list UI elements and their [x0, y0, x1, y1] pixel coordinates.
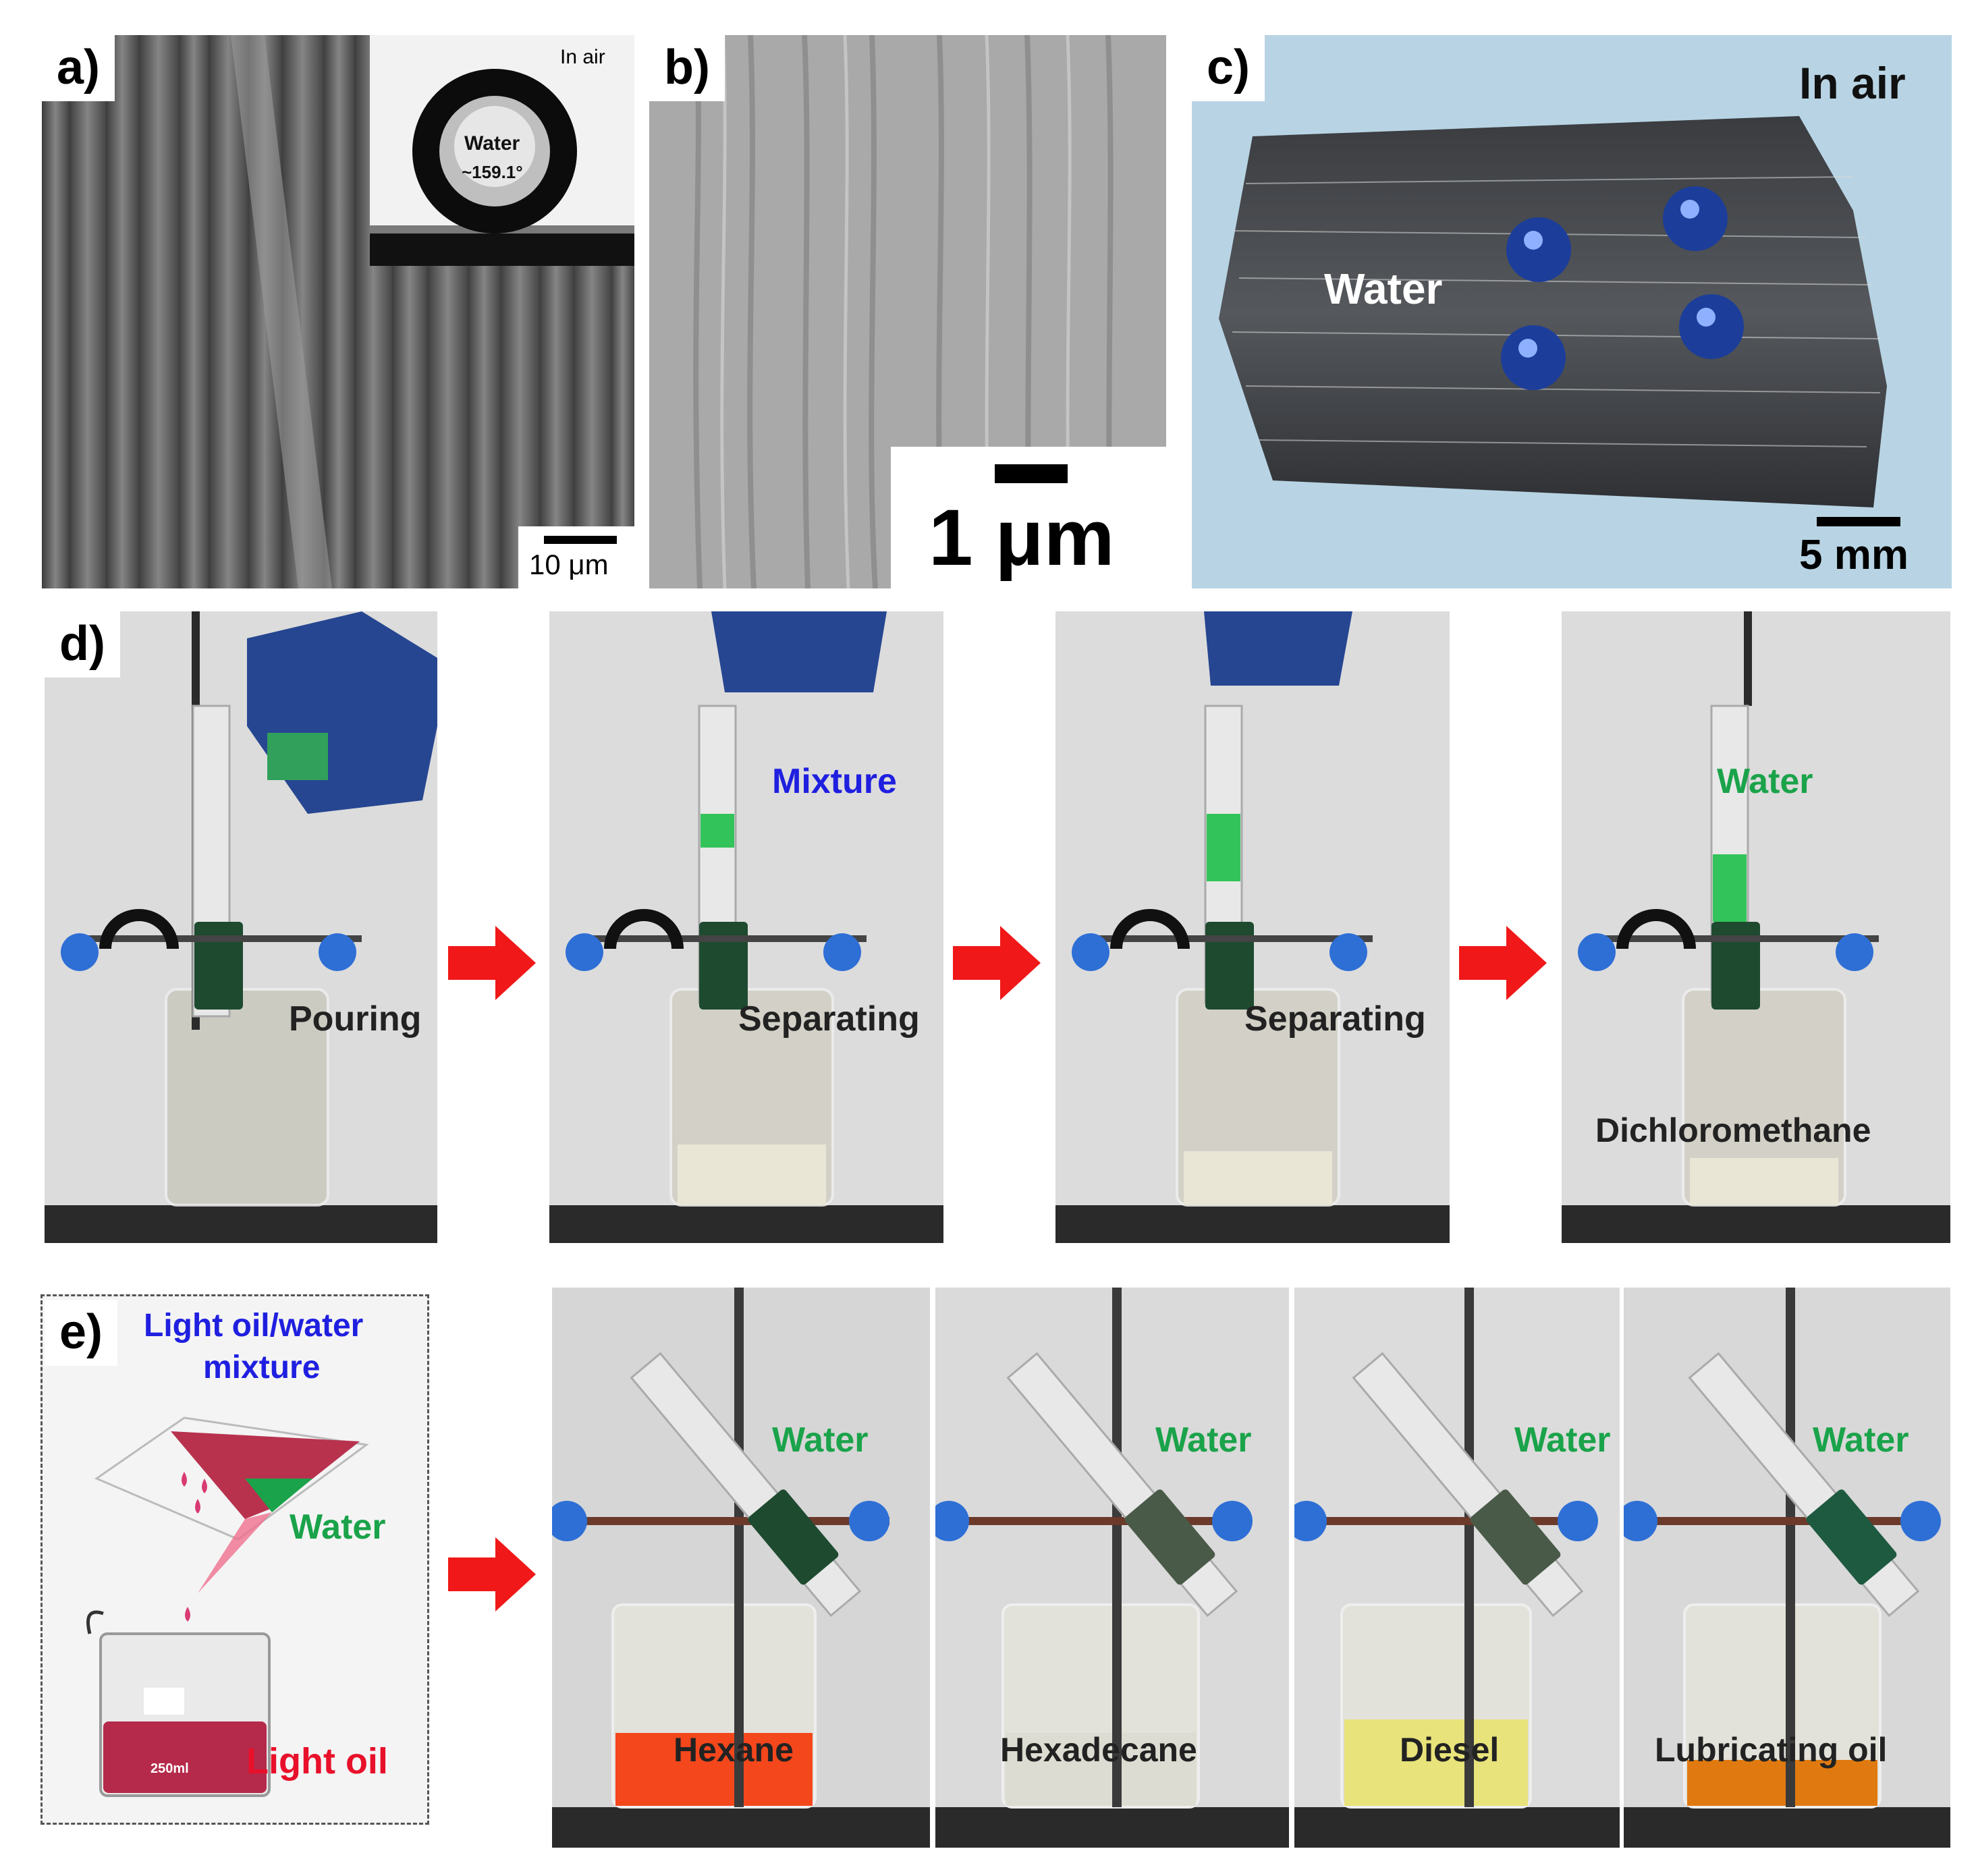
scalebar	[995, 464, 1068, 483]
condition-label: In air	[1799, 58, 1906, 108]
scalebar	[544, 536, 617, 544]
panel-c-photo: In air Water 5 mm	[1192, 35, 1952, 588]
contact-angle-value: ~159.1°	[462, 162, 523, 182]
schematic-water-label: Water	[290, 1508, 386, 1547]
arrow-1	[448, 926, 536, 1000]
panel-d-frame-4: Water Dichloromethane	[1562, 611, 1950, 1243]
liquid-label: Water	[1324, 265, 1443, 313]
arrow-3	[1459, 926, 1547, 1000]
panel-e-photo-4: Water Lubricating oil	[1624, 1288, 1950, 1848]
panel-d-label: d)	[45, 611, 120, 678]
panel-e-schematic: Light oil/water mixture Water 250ml Ligh…	[40, 1294, 429, 1825]
top-label: Mixture	[772, 762, 897, 801]
step-caption: Separating	[1244, 999, 1426, 1039]
panel-b-sem-image: 1 μm	[649, 35, 1166, 588]
panel-e-label: e)	[45, 1300, 118, 1366]
step-caption: Separating	[738, 999, 920, 1039]
arrow-2	[953, 926, 1041, 1000]
panel-a-sem-image: In air Water ~159.1° 10 μm	[42, 35, 634, 588]
beaker-volume-label: 250ml	[150, 1761, 189, 1776]
scalebar-label: 1 μm	[929, 493, 1115, 582]
water-label: Water	[1813, 1420, 1909, 1460]
fiber-mat-photo	[1219, 116, 1887, 507]
panel-e-photo-3: Water Diesel	[1294, 1288, 1620, 1848]
oil-caption: Hexadecane	[1000, 1731, 1197, 1769]
top-label: Water	[1717, 762, 1813, 801]
arrow-4	[448, 1537, 536, 1611]
water-droplets	[1501, 186, 1744, 390]
schematic-title-line1: Light oil/water	[144, 1308, 364, 1344]
contact-angle-inset: In air Water ~159.1°	[370, 35, 634, 266]
oil-caption: Diesel	[1400, 1731, 1500, 1769]
oil-caption: Hexane	[674, 1731, 794, 1769]
panel-d-frame-2: Mixture Separating	[549, 611, 943, 1243]
step-caption: Pouring	[289, 999, 422, 1039]
inset-condition: In air	[560, 46, 605, 68]
schematic-oil-label: Light oil	[246, 1741, 388, 1782]
water-label: Water	[1155, 1420, 1252, 1460]
panel-d-frame-3: Separating	[1055, 611, 1450, 1243]
water-label: Water	[1514, 1420, 1611, 1460]
schematic-title-line2: mixture	[203, 1350, 321, 1385]
panel-e-photo-1: Water Hexane	[552, 1288, 930, 1848]
panel-e-photo-2: Water Hexadecane	[935, 1288, 1289, 1848]
scalebar	[1817, 517, 1900, 526]
oil-caption: Lubricating oil	[1655, 1731, 1888, 1769]
panel-a-label: a)	[42, 35, 115, 101]
inset-liquid-label: Water	[464, 132, 520, 155]
panel-d-frame-1: Pouring	[45, 611, 437, 1243]
scalebar-label: 5 mm	[1799, 532, 1909, 578]
scalebar-label: 10 μm	[529, 549, 609, 580]
panel-b-label: b)	[649, 35, 725, 101]
step-caption: Dichloromethane	[1595, 1111, 1871, 1149]
panel-c-label: c)	[1192, 35, 1265, 101]
water-label: Water	[772, 1420, 869, 1460]
